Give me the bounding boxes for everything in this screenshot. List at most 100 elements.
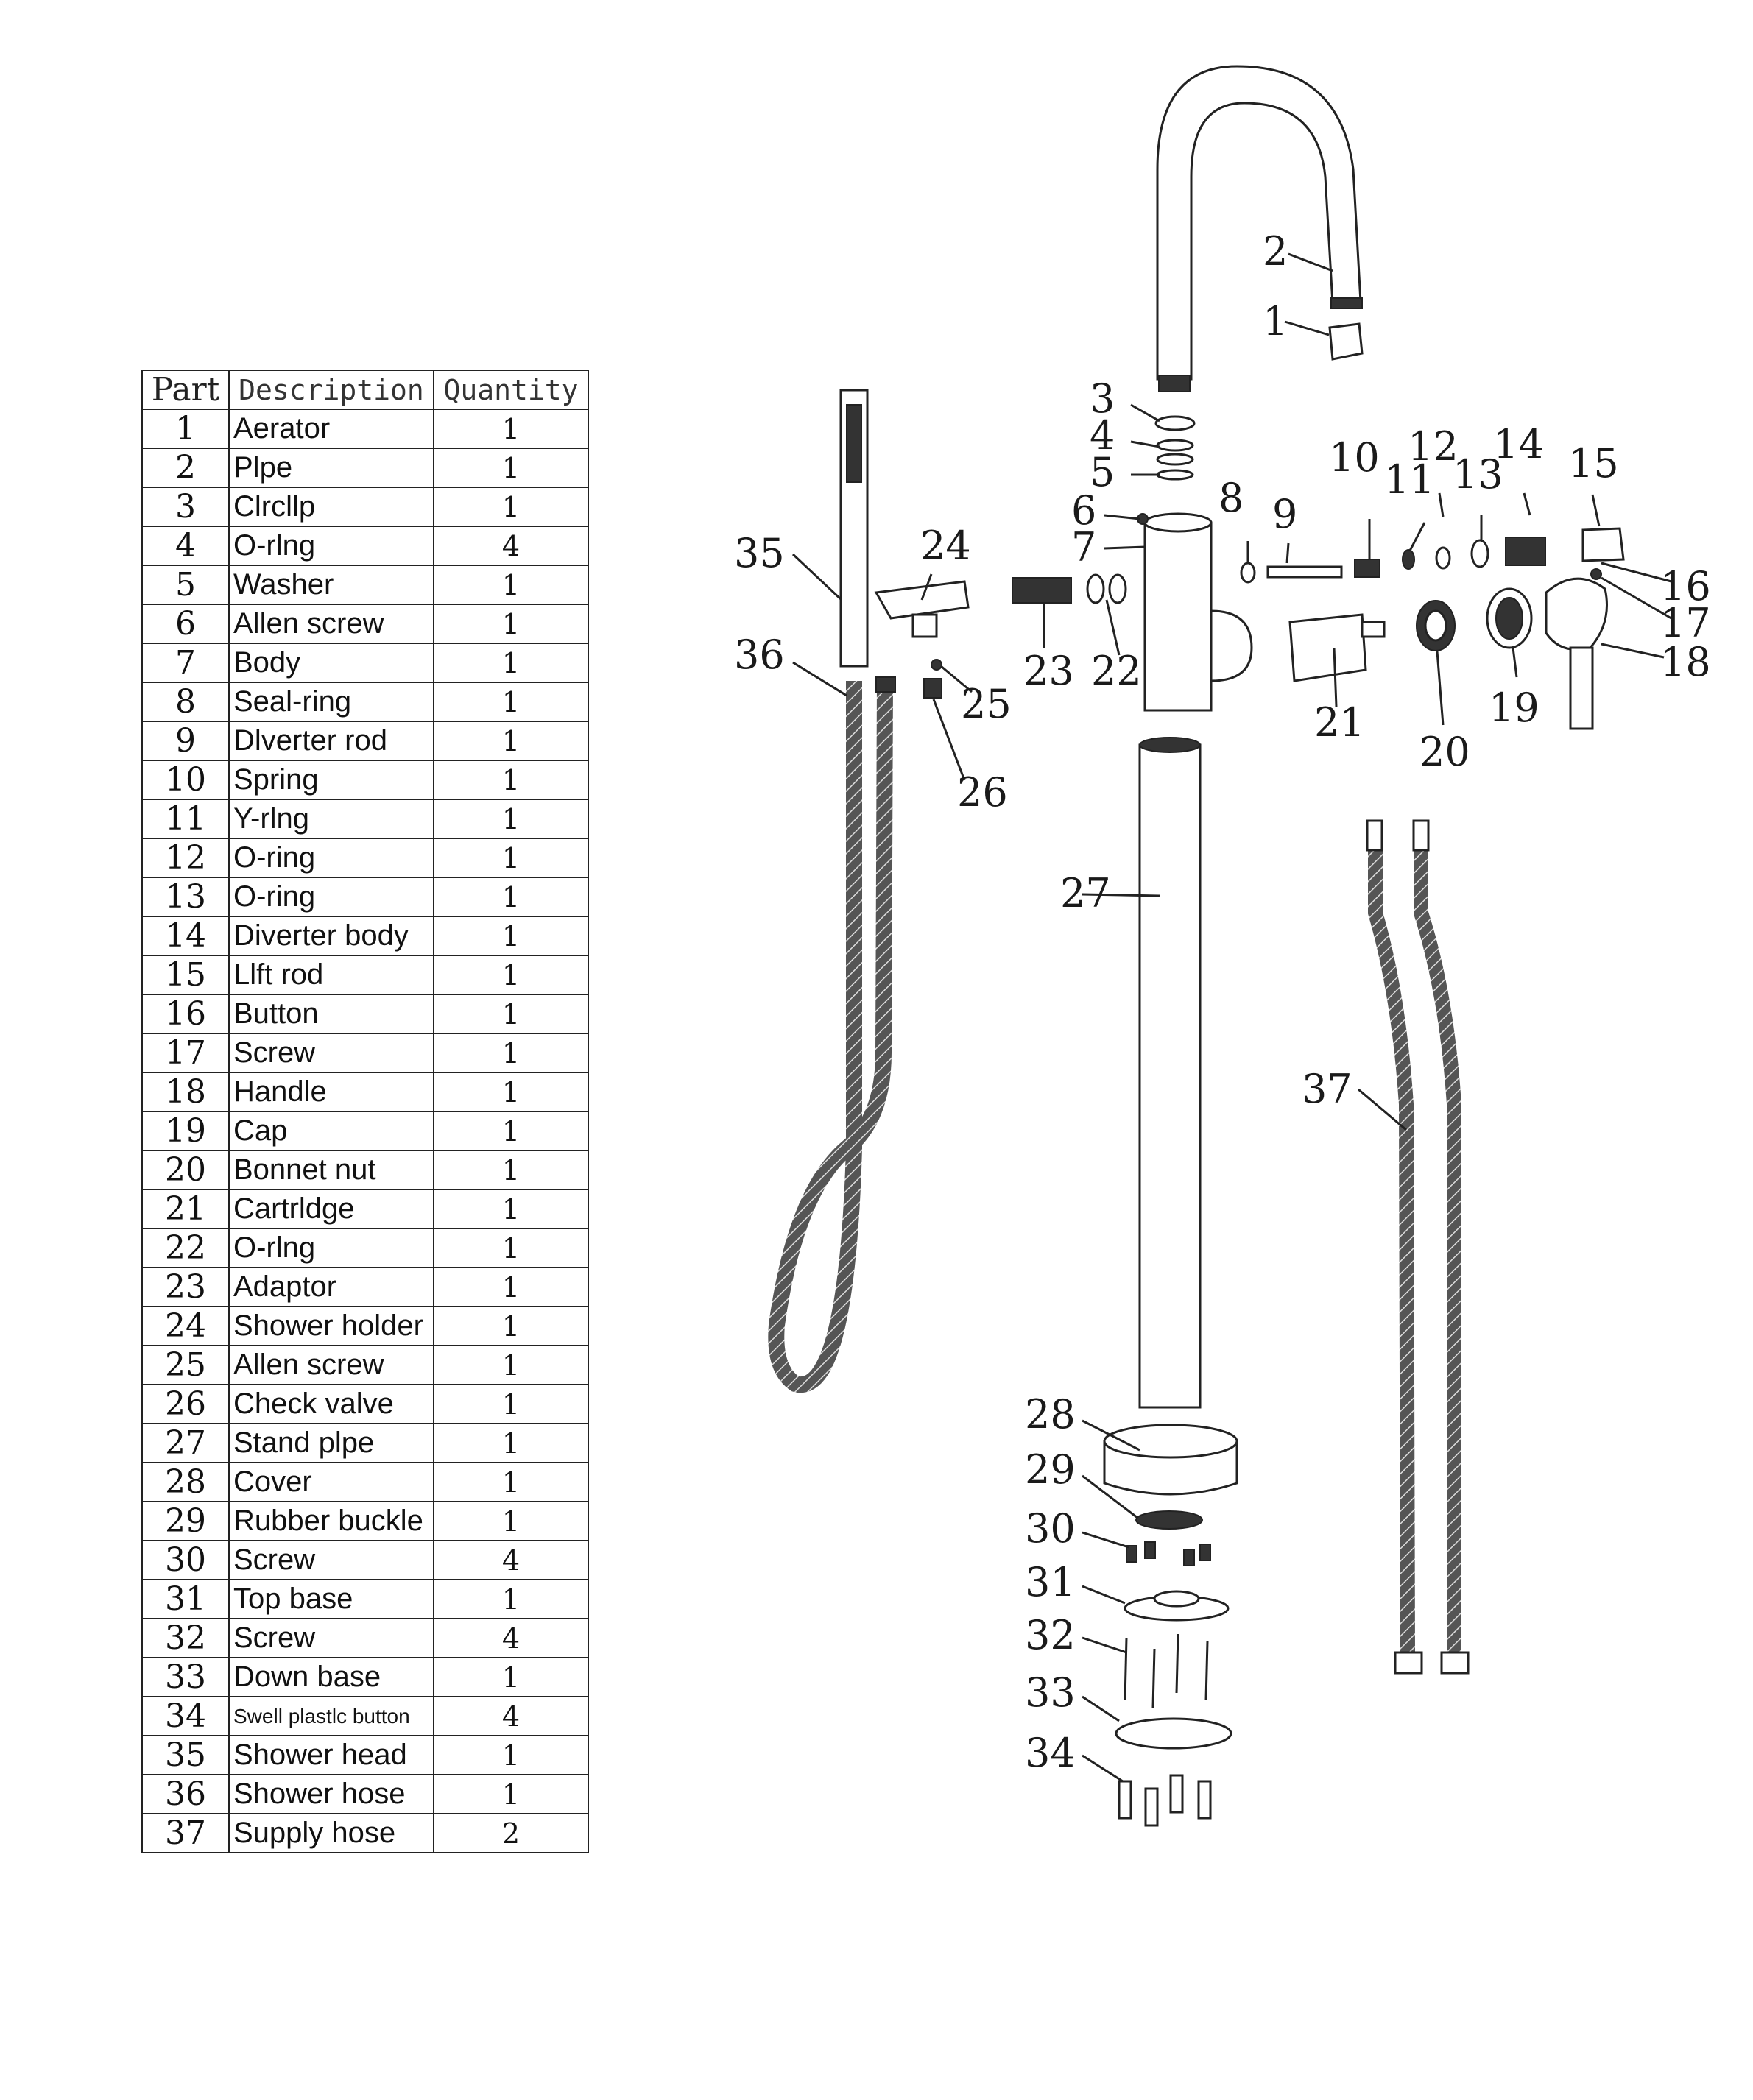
part-quantity: 1 [433, 994, 589, 1034]
part-number: 7 [141, 643, 230, 683]
part-description: O-rlng [228, 1228, 434, 1268]
screw-30d [1199, 1544, 1211, 1561]
part-description: Button [228, 994, 434, 1034]
callout-8: 8 [1218, 475, 1244, 521]
part-description: Check valve [228, 1384, 434, 1424]
callout-27: 27 [1060, 870, 1111, 916]
screw-30a [1126, 1545, 1137, 1563]
header-quantity: Quantity [433, 370, 589, 410]
callout-labels: 1 2 3 4 5 6 7 8 9 10 11 12 13 14 15 16 1… [734, 228, 1711, 1776]
part-quantity: 2 [433, 1813, 589, 1853]
callout-6: 6 [1071, 487, 1096, 534]
leader-lines [791, 252, 1672, 1783]
part-quantity: 1 [433, 799, 589, 839]
o-ring-4b [1156, 453, 1194, 466]
part-number: 33 [141, 1657, 230, 1697]
part-description: Body [228, 643, 434, 683]
part-description: Shower head [228, 1735, 434, 1775]
screw-32b [1151, 1648, 1156, 1708]
part-quantity: 1 [433, 1774, 589, 1814]
part-quantity: 1 [433, 1735, 589, 1775]
diverter-body [1505, 537, 1546, 566]
screw-32d [1204, 1641, 1209, 1701]
callout-22: 22 [1091, 648, 1142, 694]
part-number: 4 [141, 526, 230, 566]
callout-10: 10 [1329, 434, 1380, 481]
part-quantity: 1 [433, 1423, 589, 1463]
plug-34a [1118, 1780, 1132, 1820]
callout-18: 18 [1660, 639, 1711, 685]
table-header-row: Part Description Quantity [141, 370, 589, 410]
part-quantity: 1 [433, 916, 589, 956]
callout-21: 21 [1314, 699, 1365, 746]
callout-19: 19 [1489, 685, 1539, 731]
header-description: Description [228, 370, 434, 410]
part-quantity: 1 [433, 1228, 589, 1268]
button [1590, 568, 1602, 580]
part-number: 11 [141, 799, 230, 839]
part-quantity: 4 [433, 1618, 589, 1658]
part-description: Dlverter rod [228, 721, 434, 761]
callout-29: 29 [1025, 1446, 1076, 1493]
part-description: O-ring [228, 877, 434, 917]
part-quantity: 1 [433, 682, 589, 722]
part-description: Screw [228, 1618, 434, 1658]
shower-head [839, 389, 869, 668]
part-number: 26 [141, 1384, 230, 1424]
shower-holder-stem [911, 613, 938, 638]
part-number: 10 [141, 760, 230, 800]
part-number: 18 [141, 1072, 230, 1112]
bonnet-nut-inner [1424, 609, 1447, 642]
part-quantity: 1 [433, 838, 589, 878]
screw-32a [1124, 1637, 1128, 1701]
part-quantity: 1 [433, 877, 589, 917]
part-description: Screw [228, 1540, 434, 1580]
part-description: Allen screw [228, 1345, 434, 1385]
part-description: Bonnet nut [228, 1150, 434, 1190]
part-description: Y-rlng [228, 799, 434, 839]
callout-25: 25 [961, 681, 1012, 727]
part-description: Spring [228, 760, 434, 800]
part-description: Adaptor [228, 1267, 434, 1307]
callout-2: 2 [1263, 228, 1288, 275]
part-number: 13 [141, 877, 230, 917]
part-quantity: 1 [433, 1657, 589, 1697]
part-description: Down base [228, 1657, 434, 1697]
o-ring-12 [1435, 546, 1451, 570]
part-number: 15 [141, 955, 230, 995]
callout-31: 31 [1025, 1559, 1076, 1605]
part-quantity: 1 [433, 1306, 589, 1346]
part-number: 17 [141, 1033, 230, 1073]
callout-16: 16 [1660, 563, 1711, 609]
part-number: 20 [141, 1150, 230, 1190]
part-quantity: 1 [433, 1072, 589, 1112]
callout-12: 12 [1408, 423, 1459, 470]
callout-37: 37 [1302, 1066, 1352, 1112]
part-description: Clrcllp [228, 487, 434, 527]
callout-15: 15 [1568, 440, 1619, 487]
part-quantity: 1 [433, 1579, 589, 1619]
washer [1156, 469, 1194, 481]
spring [1354, 559, 1380, 578]
part-number: 6 [141, 604, 230, 644]
screw-30b [1144, 1541, 1156, 1559]
